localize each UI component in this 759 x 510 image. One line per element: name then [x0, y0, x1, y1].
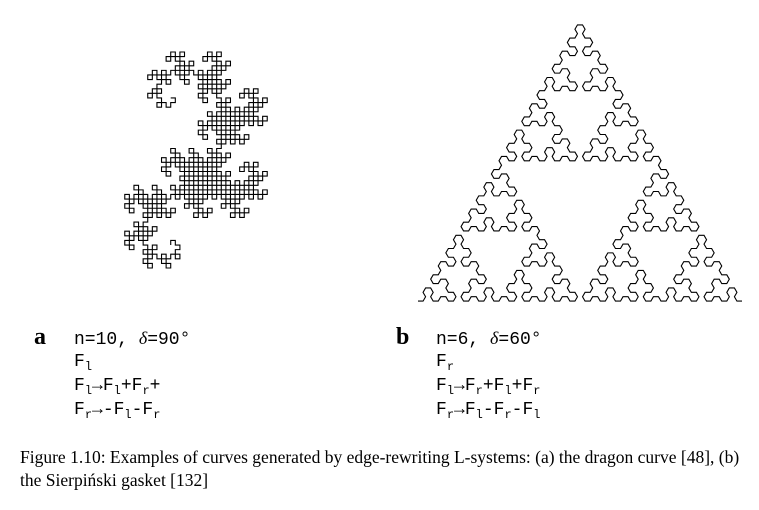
- panel-b-axiom-base: F: [436, 352, 447, 372]
- panel-b-rule-2: Fr→Fl-Fr-Fl: [436, 400, 541, 422]
- panel-b-delta-value: =60°: [498, 330, 542, 350]
- panel-b-n: n=6,: [436, 330, 480, 350]
- panel-a-rule-2: Fr→-Fl-Fr: [74, 400, 161, 422]
- dragon-curve: [124, 51, 268, 269]
- panel-a-delta-value: =90°: [147, 330, 191, 350]
- figure-graphics: [124, 24, 742, 302]
- panel-a-parameters: n=10, δ=90°: [74, 326, 190, 350]
- panel-b-rule-1: Fl→Fr+Fl+Fr: [436, 376, 541, 398]
- sierpinski-gasket-curve: [418, 24, 742, 302]
- panel-b-axiom-sub: r: [446, 360, 455, 374]
- sierpinski-gasket-path: [418, 24, 742, 302]
- panel-b-parameters: n=6, δ=60°: [436, 326, 542, 350]
- panel-b-axiom: Fr: [436, 350, 542, 374]
- panel-a-lsystem: n=10, δ=90° Fl Fl→Fl+Fr+ Fr→-Fl-Fr: [74, 326, 190, 422]
- panel-a-delta-symbol: δ: [138, 328, 148, 348]
- panel-b-label: b: [396, 324, 410, 350]
- panel-a-axiom: Fl: [74, 350, 190, 374]
- panel-b-delta-symbol: δ: [490, 328, 499, 348]
- panel-a-label: a: [34, 324, 46, 350]
- panel-b-lsystem: n=6, δ=60° Fr Fl→Fr+Fl+Fr Fr→Fl-Fr-Fl: [436, 326, 542, 422]
- panel-a-n: n=10,: [74, 330, 129, 350]
- panel-a-axiom-sub: l: [84, 360, 93, 374]
- panel-a-rule-1: Fl→Fl+Fr+: [74, 376, 161, 398]
- dragon-curve-path: [124, 51, 268, 269]
- panel-a-axiom-base: F: [74, 352, 85, 372]
- figure-caption: Figure 1.10: Examples of curves generate…: [20, 447, 740, 490]
